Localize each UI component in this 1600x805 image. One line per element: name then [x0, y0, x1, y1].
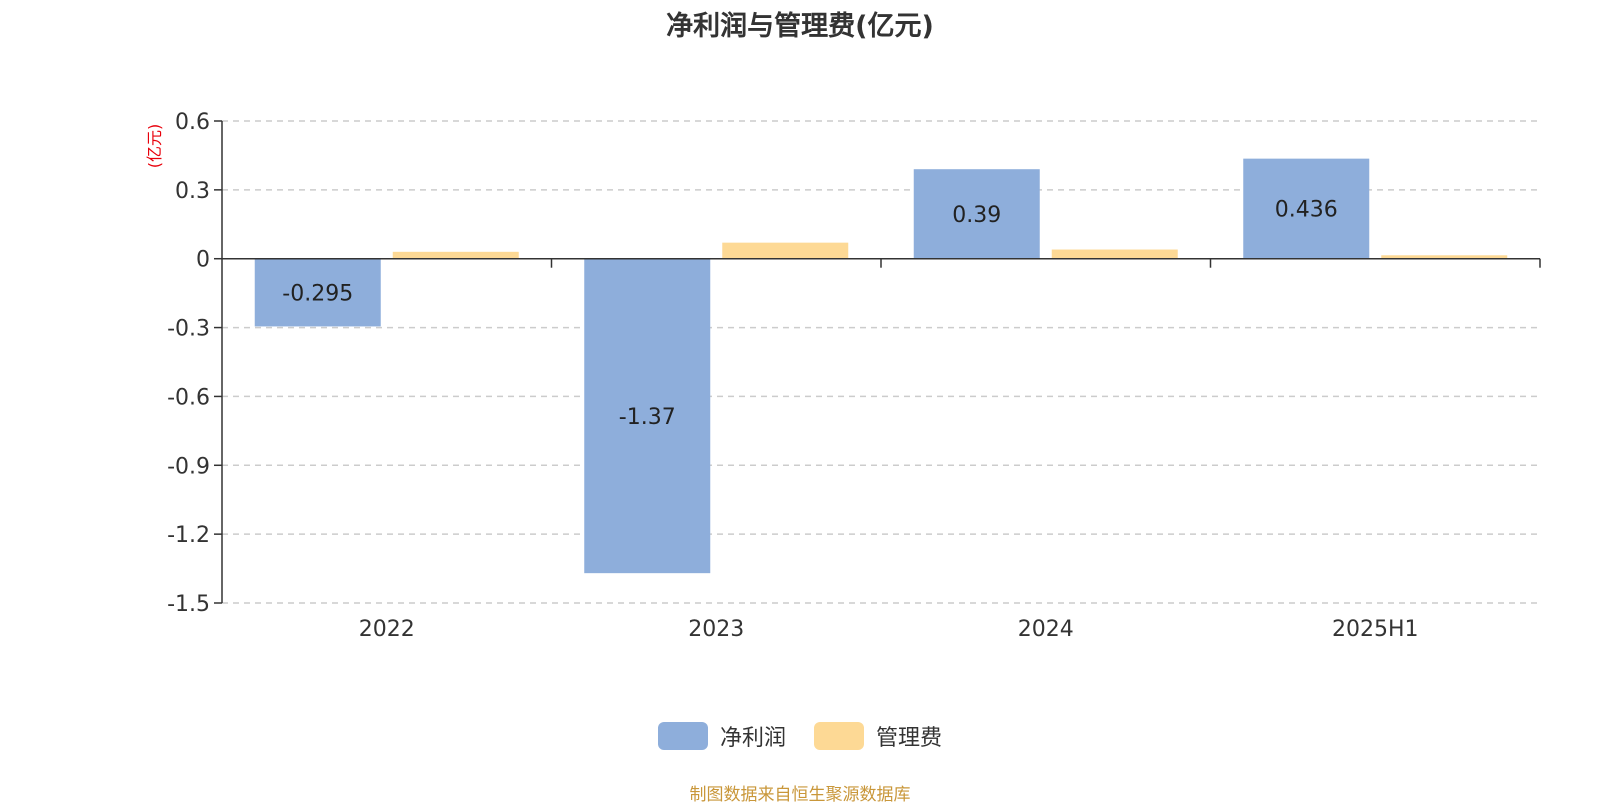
- legend-label-net-profit: 净利润: [719, 726, 786, 751]
- bar-chart: 0.6 0.3 0 -0.3 -0.6 -0.9 -1.2 -1.5 2022 2023 2024 2…: [145, 110, 1541, 642]
- y-tick-label: -0.9: [167, 454, 210, 479]
- y-tick-label: 0.3: [175, 179, 210, 204]
- x-tick-label: 2024: [1018, 617, 1074, 642]
- data-label: 0.39: [952, 203, 1001, 228]
- legend-swatch-management-fee: [814, 722, 864, 750]
- y-tick-label: -1.5: [167, 592, 210, 617]
- y-tick-label: -0.6: [167, 385, 210, 410]
- legend-label-management-fee: 管理费: [876, 726, 943, 751]
- data-labels: -0.295 -1.37 0.39 0.436: [282, 198, 1337, 430]
- bar[interactable]: [913, 169, 1040, 259]
- x-tick-label: 2025H1: [1332, 617, 1419, 642]
- bars: [254, 158, 1508, 574]
- data-label: 0.436: [1275, 198, 1338, 223]
- data-label: -0.295: [282, 282, 353, 307]
- axes: 0.6 0.3 0 -0.3 -0.6 -0.9 -1.2 -1.5 2022 2023 2024 2…: [167, 110, 1541, 642]
- y-tick-label: 0.6: [175, 110, 210, 135]
- bar[interactable]: [1051, 249, 1178, 259]
- y-tick-label: -0.3: [167, 317, 210, 342]
- data-label: -1.37: [619, 405, 676, 430]
- legend-swatch-net-profit: [657, 722, 708, 750]
- bar[interactable]: [254, 258, 381, 327]
- y-tick-label: -1.2: [167, 523, 210, 548]
- chart-title: 净利润与管理费(亿元): [666, 11, 934, 42]
- x-tick-label: 2023: [688, 617, 744, 642]
- source-note: 制图数据来自恒生聚源数据库: [689, 785, 911, 805]
- legend: 净利润 管理费: [0, 720, 1600, 752]
- bar[interactable]: [392, 251, 519, 259]
- y-axis-label: (亿元): [145, 124, 164, 169]
- bar[interactable]: [722, 242, 849, 259]
- legend-item-net-profit[interactable]: 净利润: [657, 720, 786, 752]
- legend-item-management-fee[interactable]: 管理费: [814, 720, 942, 752]
- bar[interactable]: [1243, 158, 1370, 259]
- y-tick-label: 0: [196, 248, 210, 273]
- x-tick-label: 2022: [359, 617, 415, 642]
- bar[interactable]: [584, 258, 711, 574]
- bar[interactable]: [1381, 255, 1508, 259]
